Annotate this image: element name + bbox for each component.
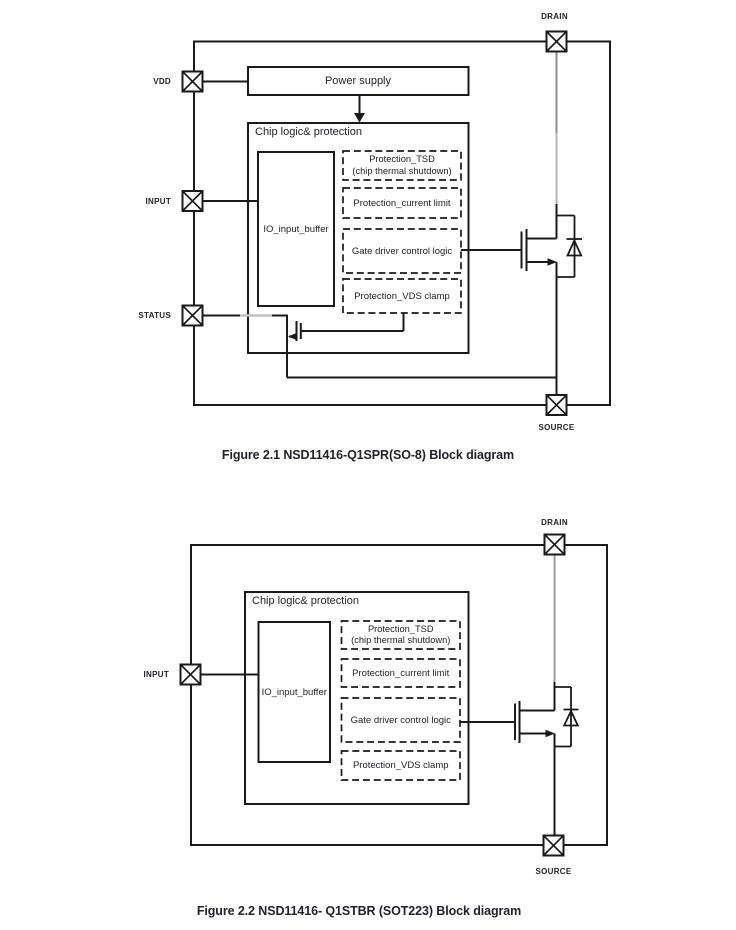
fig2-io-buffer-box bbox=[257, 621, 331, 763]
fig2-gate-driver-label: Gate driver control logic bbox=[350, 714, 451, 726]
fig1-gate-driver-label: Gate driver control logic bbox=[351, 245, 453, 257]
fig2-main-mosfet-source-arrow bbox=[545, 729, 555, 738]
fig2-tsd-line1: Protection_TSD bbox=[367, 623, 434, 634]
fig2-chip-logic-label: Chip logic& protection bbox=[252, 595, 360, 607]
fig2-io-buffer-label: IO_input_buffer bbox=[261, 686, 327, 698]
fig2-caption: Figure 2.2 NSD11416- Q1STBR (SOT223) Blo… bbox=[196, 904, 522, 918]
fig1-down-arrowhead bbox=[354, 113, 365, 123]
fig1-tsd-line2: (chip thermal shutdown) bbox=[352, 165, 452, 176]
fig2-source-pad bbox=[542, 834, 565, 857]
fig1-status-label: STATUS bbox=[138, 311, 171, 320]
fig1-body-diode bbox=[556, 214, 583, 278]
fig1-main-mosfet bbox=[461, 229, 558, 395]
fig1-vdd-pad bbox=[181, 70, 204, 93]
fig1-vdd-label: VDD bbox=[153, 77, 171, 86]
fig1-power-supply-label: Power supply bbox=[324, 75, 392, 87]
fig2-source-label: SOURCE bbox=[535, 866, 572, 876]
fig1-chip-logic-box bbox=[247, 122, 470, 354]
fig1-package-outline bbox=[193, 40, 611, 406]
figure1-linework bbox=[181, 30, 611, 416]
fig1-dashed-blocks bbox=[342, 150, 462, 314]
fig1-drain-label: DRAIN bbox=[541, 12, 568, 21]
fig2-drain-pad bbox=[543, 533, 566, 556]
fig2-tsd-line2: (chip thermal shutdown) bbox=[351, 635, 451, 645]
fig2-current-limit-label: Protection_current limit bbox=[352, 667, 450, 679]
fig1-io-buffer-box bbox=[257, 151, 335, 307]
fig1-status-mosfet-source-arrow bbox=[288, 333, 297, 340]
fig2-chip-logic-box bbox=[244, 591, 470, 805]
fig1-source-label: SOURCE bbox=[538, 422, 575, 432]
fig1-source-pad bbox=[545, 394, 568, 416]
fig1-chip-logic-label: Chip logic& protection bbox=[255, 126, 363, 138]
fig1-io-buffer-label: IO_input_buffer bbox=[263, 223, 329, 235]
fig1-tsd-line1: Protection_TSD bbox=[369, 154, 435, 165]
fig1-main-mosfet-source-arrow bbox=[547, 258, 557, 266]
fig1-input-pad bbox=[181, 190, 204, 212]
fig2-dashed-blocks bbox=[340, 620, 461, 781]
figure2-linework bbox=[179, 533, 608, 857]
fig1-status-pad bbox=[181, 304, 204, 327]
fig1-vds-clamp-label: Protection_VDS clamp bbox=[354, 290, 450, 302]
fig1-caption: Figure 2.1 NSD11416-Q1SPR(SO-8) Block di… bbox=[221, 448, 515, 462]
fig1-drain-pad bbox=[545, 30, 568, 53]
fig2-main-mosfet bbox=[460, 701, 556, 836]
fig1-current-limit-label: Protection_current limit bbox=[353, 197, 451, 209]
fig2-tsd-label: Protection_TSD (chip thermal shutdown) bbox=[342, 621, 461, 649]
fig2-package-outline bbox=[190, 544, 608, 846]
fig1-tsd-label: Protection_TSD (chip thermal shutdown) bbox=[343, 151, 461, 180]
fig2-body-diode bbox=[554, 686, 580, 748]
fig1-status-wire bbox=[202, 314, 288, 337]
fig2-input-pad bbox=[179, 663, 202, 686]
fig1-input-label: INPUT bbox=[145, 196, 171, 206]
fig1-status-mosfet bbox=[286, 313, 405, 378]
fig2-drain-label: DRAIN bbox=[541, 517, 568, 527]
fig2-vds-clamp-label: Protection_VDS clamp bbox=[352, 760, 449, 771]
fig2-input-label: INPUT bbox=[143, 670, 169, 679]
